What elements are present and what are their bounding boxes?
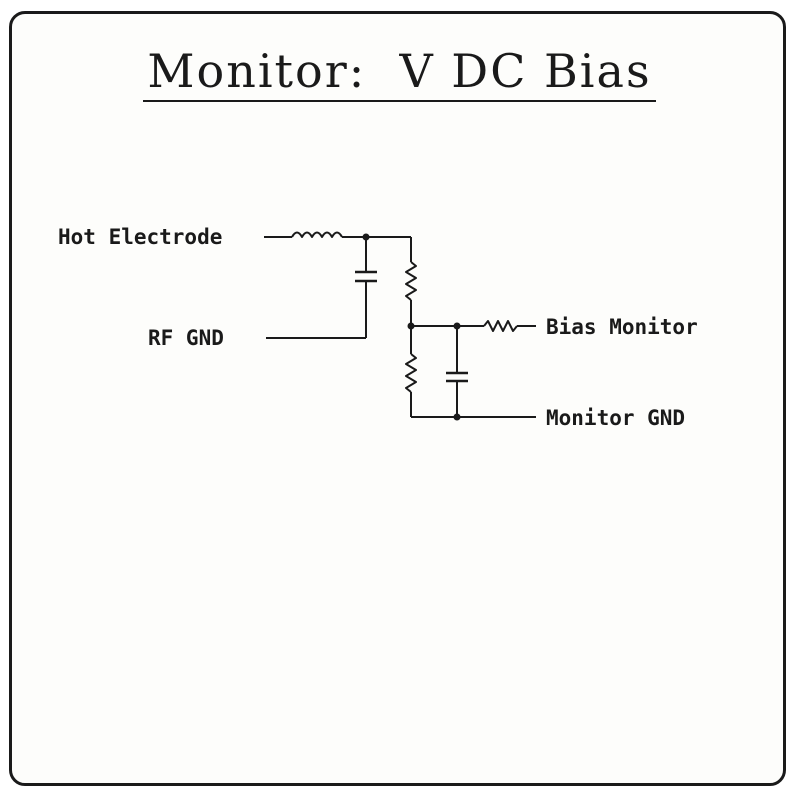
diagram-title: Monitor: V DC Bias xyxy=(0,44,799,102)
label-rf-gnd: RF GND xyxy=(148,326,224,350)
diagram-title-text: Monitor: V DC Bias xyxy=(143,44,656,102)
inductor xyxy=(291,231,343,238)
resistor-1 xyxy=(405,261,417,301)
label-hot-electrode: Hot Electrode xyxy=(58,225,222,249)
label-monitor-gnd: Monitor GND xyxy=(546,406,685,430)
resistor-3 xyxy=(483,320,518,332)
diagram-frame xyxy=(9,11,786,786)
resistor-2 xyxy=(405,353,417,393)
label-bias-monitor: Bias Monitor xyxy=(546,315,698,339)
